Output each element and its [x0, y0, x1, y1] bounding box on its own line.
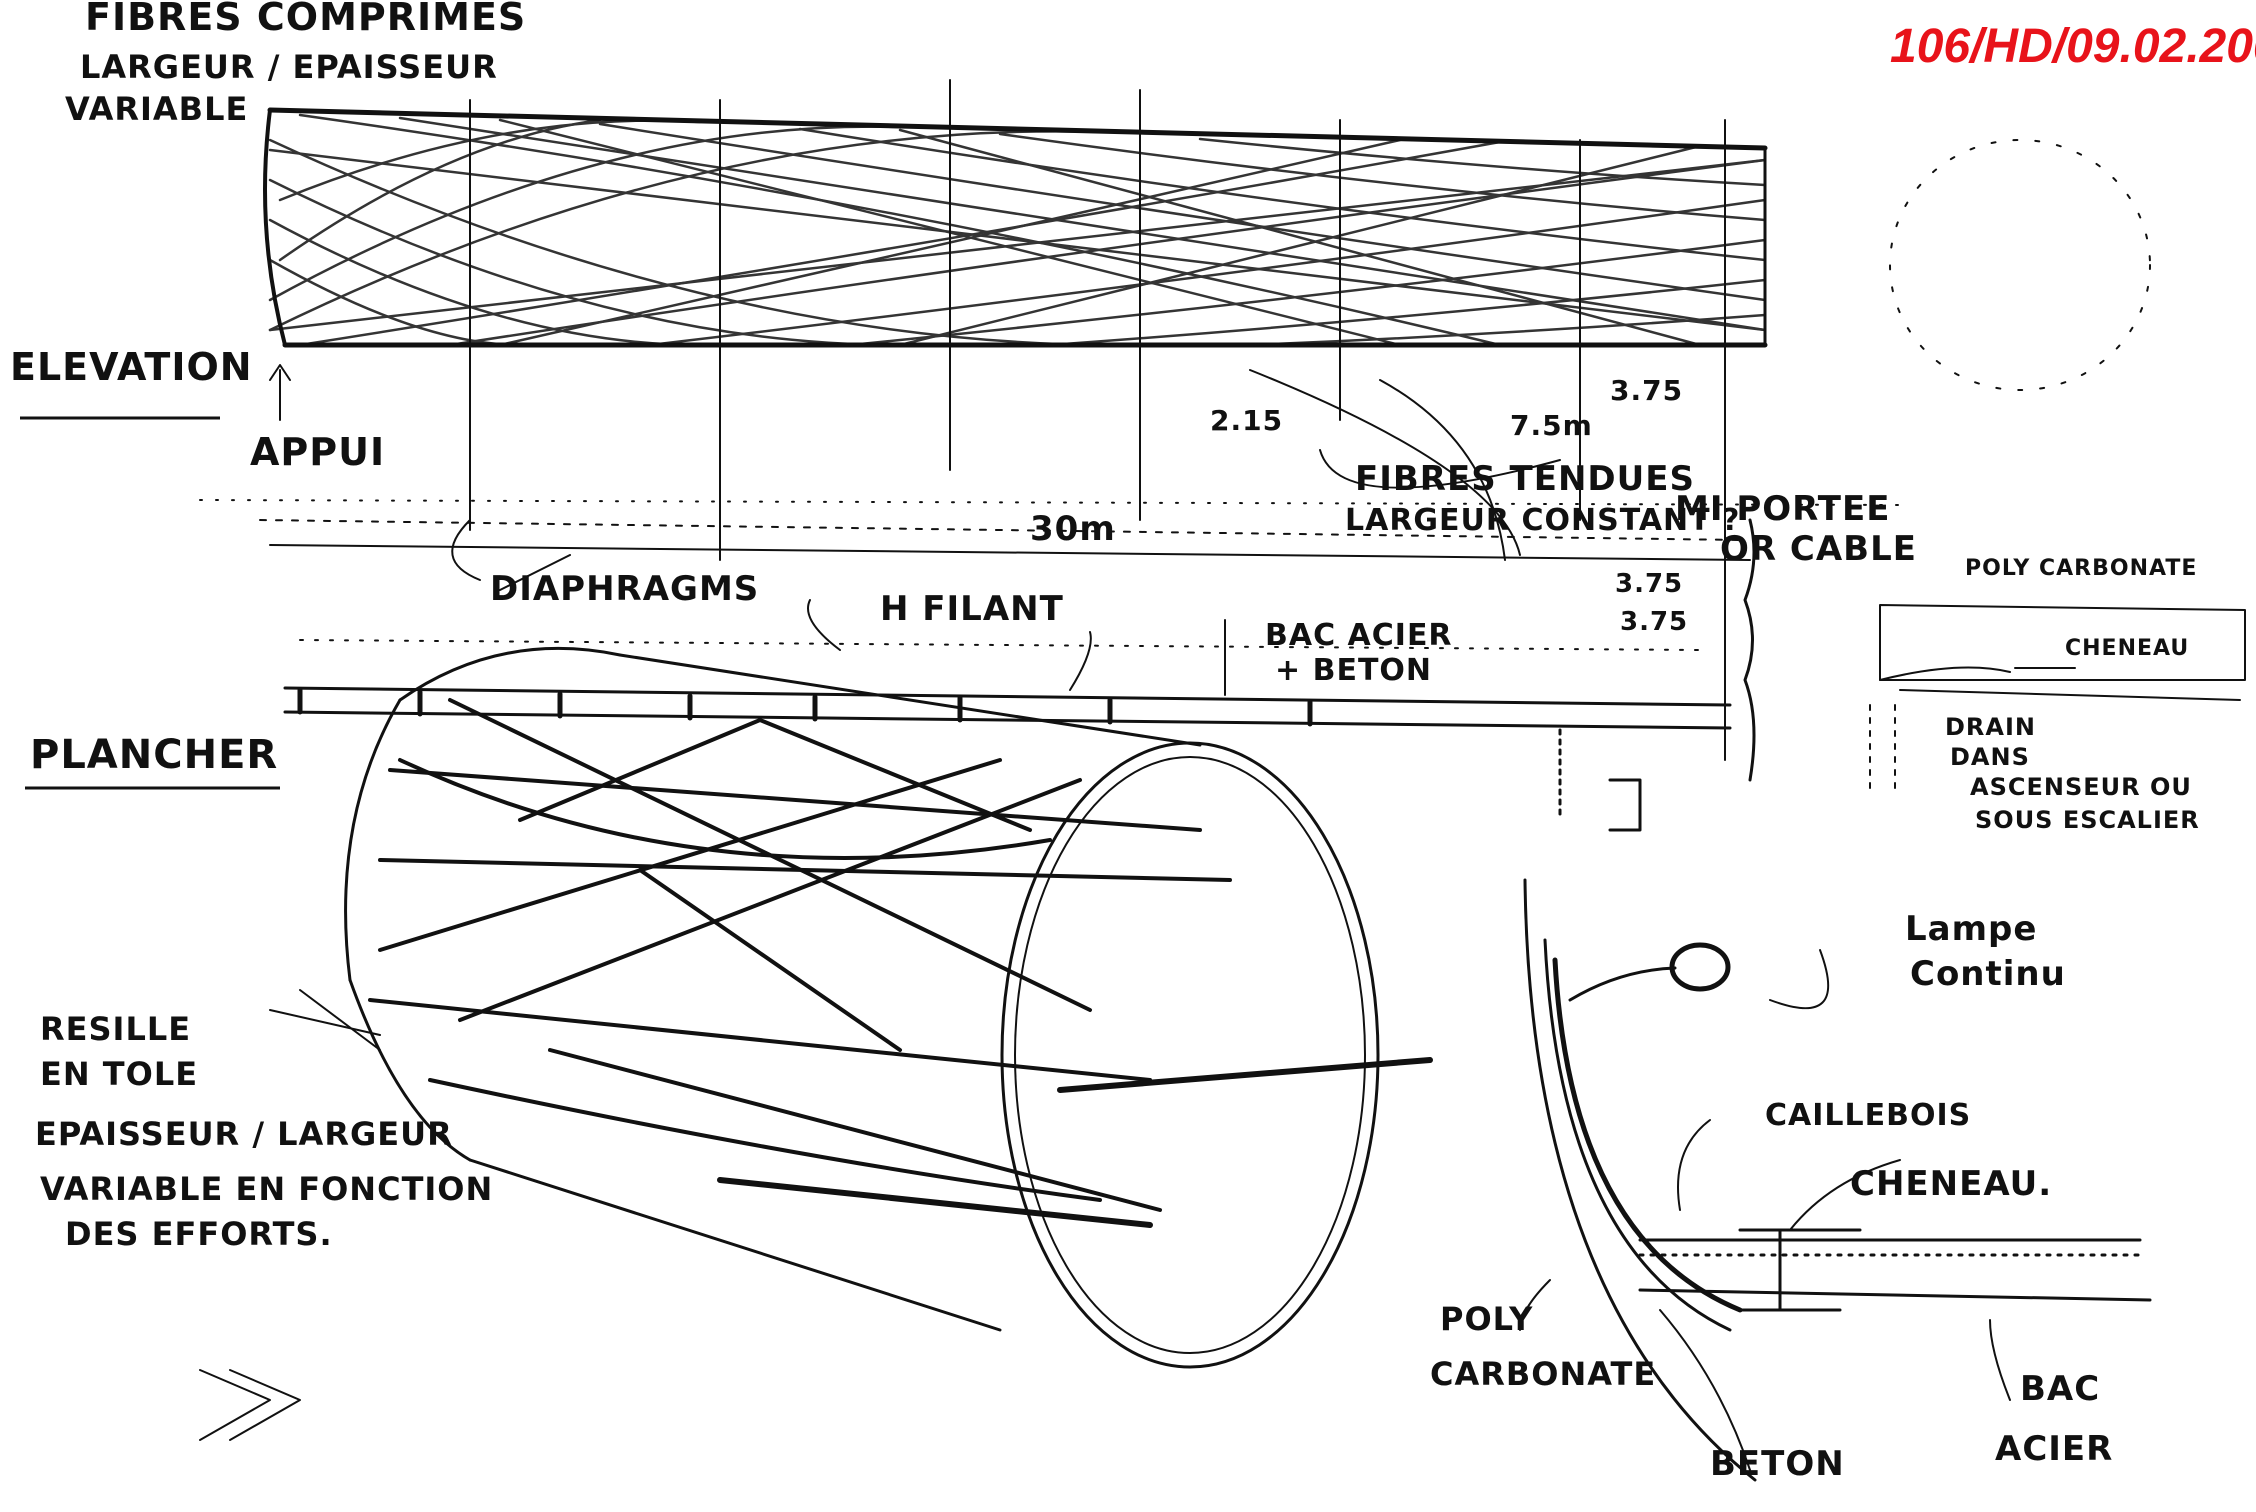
section-circle — [1889, 139, 2151, 391]
label-fibres-comprimees: FIBRES COMPRIMES — [85, 0, 526, 39]
label-span: 30m — [1030, 509, 1116, 549]
label-resille: RESILLE — [40, 1010, 191, 1048]
label-fibres-tendues: FIBRES TENDUES — [1355, 459, 1695, 499]
label-or-cable: OR CABLE — [1720, 529, 1917, 569]
label-lampe: Lampe — [1905, 909, 2037, 949]
elevation-axis-lines — [199, 499, 1901, 651]
label-dim-d: 3.75 — [1615, 569, 1683, 599]
label-diaphragms: DIAPHRAGMS — [490, 569, 759, 609]
section-detail — [1523, 518, 2152, 1482]
label-ascenseur: ASCENSEUR OU — [1970, 773, 2192, 801]
label-acier: ACIER — [1995, 1429, 2113, 1469]
label-cheneau-detail: CHENEAU. — [1850, 1164, 2052, 1204]
label-beton-plus: + BETON — [1275, 653, 1432, 688]
cheneau-detail-top — [1869, 604, 2246, 791]
label-drain: DRAIN — [1945, 713, 2036, 741]
label-dans: DANS — [1950, 743, 2030, 771]
elevation-lattice — [263, 79, 1768, 761]
perspective-tube — [344, 646, 1433, 1369]
label-appui: APPUI — [250, 430, 385, 474]
label-largeur-epaisseur: LARGEUR / EPAISSEUR — [80, 48, 498, 86]
label-des-efforts: DES EFFORTS. — [65, 1215, 333, 1253]
label-continu: Continu — [1910, 954, 2066, 994]
label-dim-a: 2.15 — [1210, 404, 1283, 437]
label-poly: POLY — [1440, 1300, 1533, 1338]
label-caillebois: CAILLEBOIS — [1765, 1098, 1971, 1133]
label-variable-fonction: VARIABLE EN FONCTION — [40, 1170, 493, 1208]
label-dim-b: 7.5m — [1510, 409, 1593, 442]
label-plancher: PLANCHER — [30, 732, 278, 778]
label-carbonate: CARBONATE — [1430, 1355, 1656, 1393]
label-en-tole: EN TOLE — [40, 1055, 198, 1093]
label-epaisseur-largeur: EPAISSEUR / LARGEUR — [35, 1115, 453, 1153]
label-elevation: ELEVATION — [10, 345, 253, 389]
leader-arrows — [199, 364, 2011, 1471]
plancher-beam — [283, 686, 1732, 730]
label-mi-portee: MI PORTEE — [1675, 489, 1890, 529]
label-beton: BETON — [1710, 1444, 1845, 1484]
label-largeur-constant: LARGEUR CONSTANT ? — [1345, 503, 1740, 538]
reference-code: 106/HD/09.02.2007 — [1890, 20, 2256, 73]
label-dim-e: 3.75 — [1620, 607, 1688, 637]
label-poly-carbonate-top: POLY CARBONATE — [1965, 556, 2197, 581]
label-bac: BAC — [2020, 1369, 2100, 1409]
label-dim-c: 3.75 — [1610, 374, 1683, 407]
label-h-filant: H FILANT — [880, 589, 1064, 629]
label-cheneau-top: CHENEAU — [2065, 636, 2189, 661]
label-variable: VARIABLE — [65, 90, 248, 128]
label-bac-acier: BAC ACIER — [1265, 618, 1453, 653]
label-sous-escalier: SOUS ESCALIER — [1975, 806, 2200, 834]
